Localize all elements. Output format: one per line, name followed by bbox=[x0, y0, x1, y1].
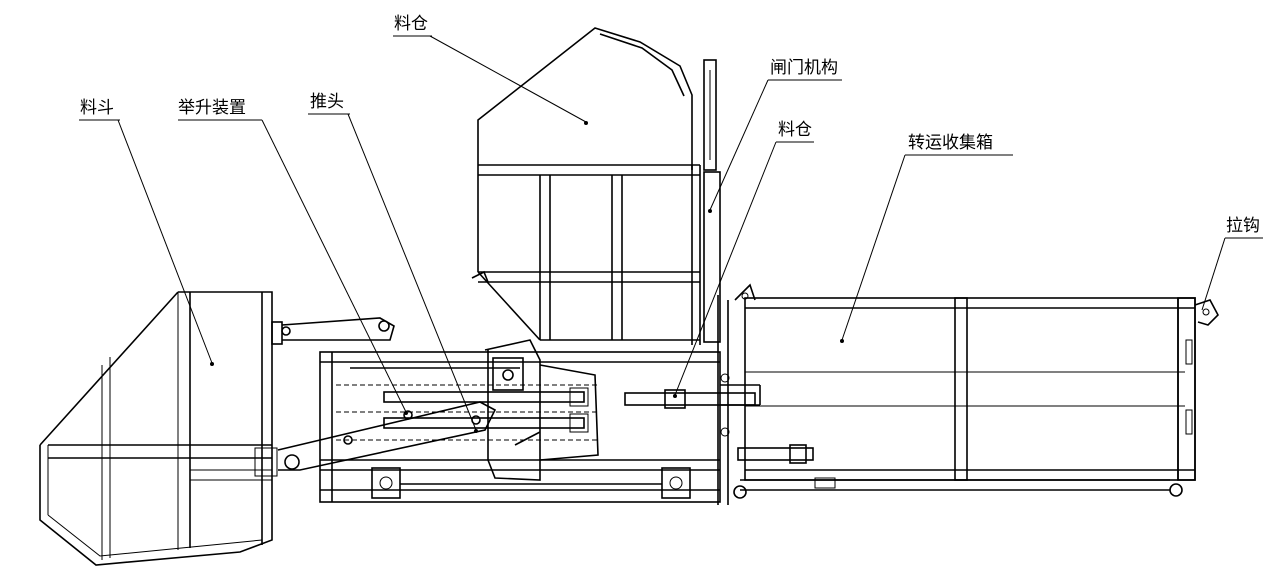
lift-arms bbox=[277, 317, 497, 471]
leader-lines bbox=[79, 35, 1263, 433]
hopper-shape bbox=[39, 291, 283, 566]
pull-hook bbox=[1194, 299, 1219, 326]
label-hopper: 料斗 bbox=[80, 98, 114, 118]
transfer-box bbox=[720, 283, 1196, 499]
gate-cylinder bbox=[624, 384, 814, 464]
label-lifting-device: 举升装置 bbox=[178, 98, 246, 118]
label-gate-mechanism: 闸门机构 bbox=[770, 58, 838, 78]
bin-shape bbox=[471, 27, 701, 345]
label-push-head: 推头 bbox=[310, 92, 344, 112]
label-transfer-box: 转运收集箱 bbox=[908, 133, 993, 153]
label-bin-top: 料仓 bbox=[394, 14, 428, 34]
main-body bbox=[319, 339, 721, 503]
label-bin-mid: 料仓 bbox=[778, 120, 812, 140]
gate-posts bbox=[703, 59, 729, 505]
label-pull-hook: 拉钩 bbox=[1226, 216, 1260, 236]
